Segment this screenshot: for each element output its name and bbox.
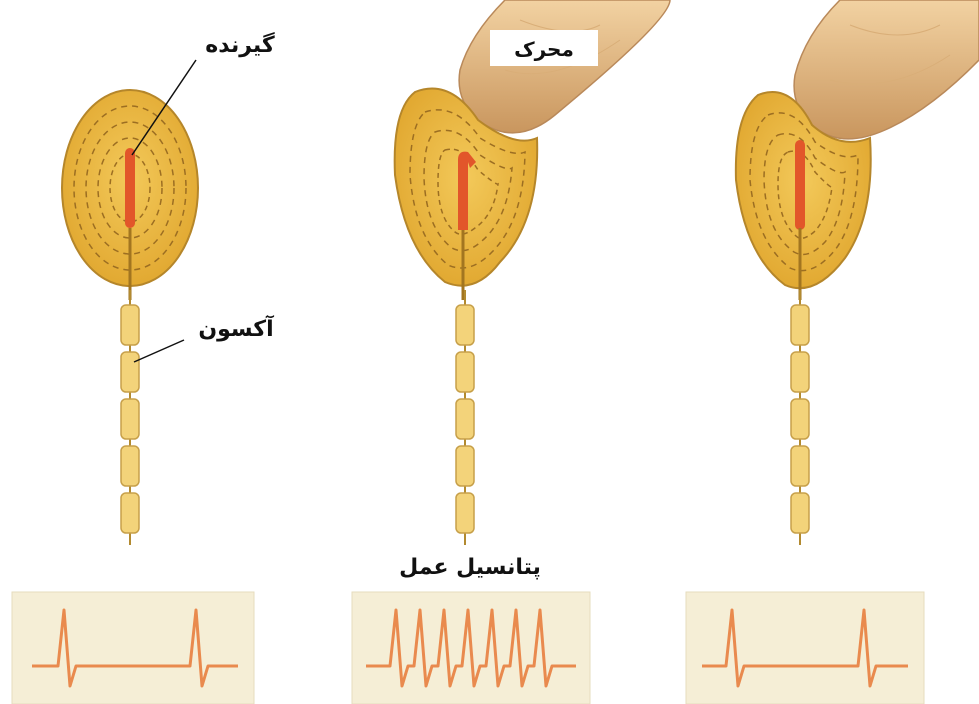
receptor-corpuscle [62, 90, 198, 300]
axon [121, 290, 139, 545]
receptor-panel-rest: گیرنده آکسون [62, 31, 275, 545]
stimulus-probe [794, 0, 979, 139]
nerve-terminal [795, 140, 805, 230]
receptor-panel-sustained [736, 0, 979, 545]
receptor-label: گیرنده [205, 31, 275, 58]
nerve-terminal [125, 148, 135, 228]
trace-panel-rest [12, 592, 254, 704]
trace-panel-sustained [686, 592, 924, 704]
receptor-panel-stimulus: محرک [395, 0, 670, 545]
action-potential-label: پتانسیل عمل [399, 555, 541, 580]
axon [456, 290, 474, 545]
stimulus-label: محرک [514, 37, 574, 61]
axon-label: آکسون [198, 314, 274, 342]
axon-pointer [134, 340, 184, 362]
axon [791, 290, 809, 545]
stimulus-probe: محرک [459, 0, 670, 133]
trace-panel-stimulus [352, 592, 590, 704]
